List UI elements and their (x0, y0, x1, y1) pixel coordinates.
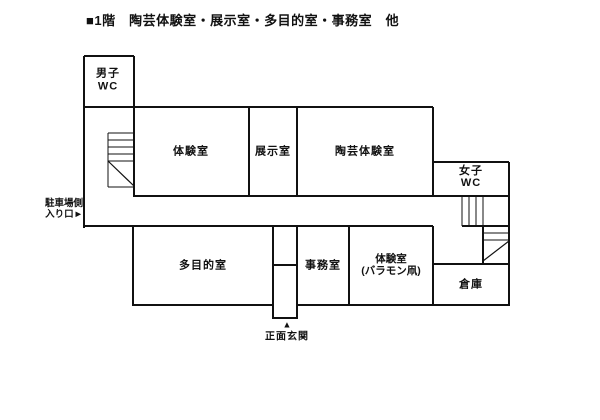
wall-segment (107, 160, 135, 187)
room-label-jimushitsu: 事務室 (305, 259, 341, 272)
room-label-tamokuteki: 多目的室 (179, 259, 227, 272)
room-label-souko: 倉庫 (459, 278, 483, 291)
room-label-tougei-taiken: 陶芸体験室 (335, 145, 395, 158)
entrance-marker-icon: ▲ (282, 319, 292, 330)
room-label-taiken: 体験室 (173, 145, 209, 158)
parking-entrance-label: 駐車場側 入り口► (44, 198, 83, 220)
main-entrance-label: 正面玄関 (265, 331, 309, 343)
room-label-taiken-baramon: 体験室 (バラモン凧) (361, 252, 421, 277)
wall-segment (482, 240, 510, 262)
room-label-mens-wc: 男子 WC (96, 67, 120, 92)
page-title: ■1階 陶芸体験室・展示室・多目的室・事務室 他 (86, 13, 400, 28)
room-label-tenji: 展示室 (255, 145, 291, 158)
room-label-womens-wc: 女子 WC (459, 164, 483, 189)
